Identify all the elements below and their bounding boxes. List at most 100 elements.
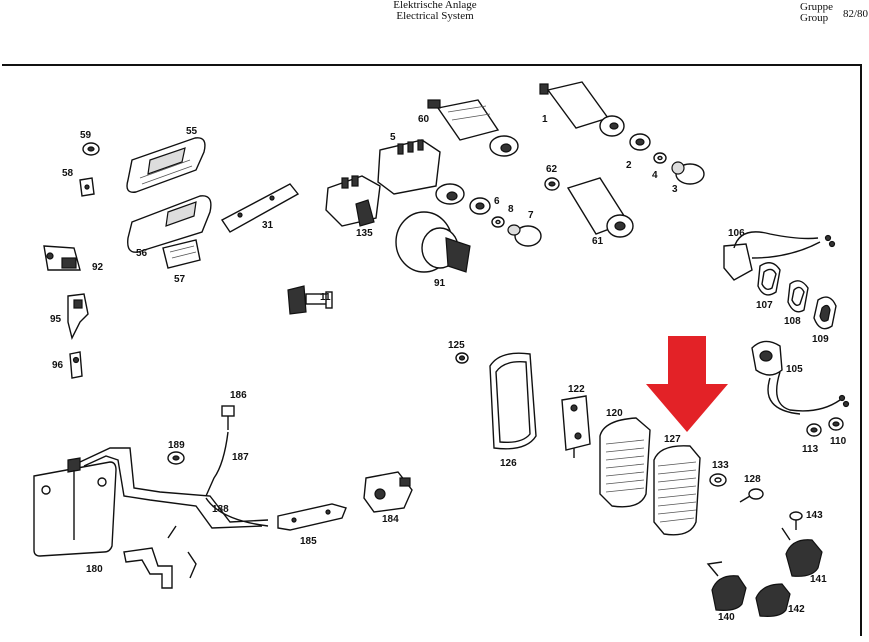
part-2-nut[interactable] [629, 133, 651, 151]
part-4-washer[interactable] [653, 152, 667, 164]
part-bracket-bottom[interactable] [123, 547, 197, 589]
header-title-de: Elektrische Anlage [393, 0, 477, 11]
part-109-lens[interactable] [813, 296, 837, 330]
part-56-lamp-lens[interactable] [127, 195, 212, 253]
part-55-dome-lamp[interactable] [126, 137, 206, 193]
part-143-screw[interactable] [789, 511, 803, 530]
label-105: 105 [786, 364, 803, 375]
part-57-switch[interactable] [162, 239, 201, 269]
label-143: 143 [806, 510, 823, 521]
part-187-hose[interactable] [205, 431, 229, 497]
header-group-en: Group [800, 12, 829, 24]
part-8-washer[interactable] [491, 216, 505, 228]
part-120-tail-lamp-housing[interactable] [599, 417, 651, 508]
label-180: 180 [86, 564, 103, 575]
label-6: 6 [494, 196, 500, 207]
label-122: 122 [568, 384, 585, 395]
part-105-lamp-wire[interactable] [751, 340, 850, 415]
label-11: 11 [320, 292, 331, 303]
part-95-connector[interactable] [67, 293, 89, 341]
label-126: 126 [500, 458, 517, 469]
label-55: 55 [186, 126, 198, 137]
label-141: 141 [810, 574, 827, 585]
label-91: 91 [434, 278, 446, 289]
part-labels: 59 55 58 56 57 92 95 96 31 11 135 5 60 6… [50, 114, 847, 623]
label-96: 96 [52, 360, 64, 371]
header-group-number: 82/80 [843, 8, 869, 20]
part-6-nut[interactable] [469, 197, 491, 215]
part-61-lighter[interactable] [566, 177, 634, 238]
label-142: 142 [788, 604, 805, 615]
part-11-bulb-holder[interactable] [287, 285, 333, 315]
part-91-ignition-lock[interactable] [395, 211, 471, 273]
part-110-grommet[interactable] [828, 417, 844, 431]
label-135: 135 [356, 228, 373, 239]
label-56: 56 [136, 248, 148, 259]
label-62: 62 [546, 164, 558, 175]
header-title: Elektrische Anlage Electrical System [360, 0, 510, 22]
label-1: 1 [542, 114, 548, 125]
part-60-switch[interactable] [427, 99, 519, 157]
header-group: Gruppe Group [800, 2, 833, 24]
label-184: 184 [382, 514, 399, 525]
diagram-frame [2, 64, 862, 636]
highlight-arrow [646, 336, 728, 432]
part-106-lamp-harness[interactable] [723, 231, 836, 281]
label-108: 108 [784, 316, 801, 327]
part-128-screw[interactable] [739, 488, 764, 503]
part-92-plug[interactable] [43, 245, 81, 271]
part-62-grommet[interactable] [544, 177, 560, 191]
part-180-washer-reservoir[interactable] [33, 457, 117, 557]
part-127-tail-lamp-lens[interactable] [653, 445, 701, 536]
part-189-grommet[interactable] [167, 451, 185, 465]
label-133: 133 [712, 460, 729, 471]
label-110: 110 [830, 436, 847, 447]
label-187: 187 [232, 452, 249, 463]
part-188-hose[interactable] [205, 497, 269, 527]
label-8: 8 [508, 204, 514, 215]
label-59: 59 [80, 130, 92, 141]
label-125: 125 [448, 340, 465, 351]
part-hose-lines[interactable] [79, 447, 269, 539]
part-113-grommet[interactable] [806, 423, 822, 437]
part-96-connector[interactable] [69, 351, 83, 379]
part-58-clip[interactable] [79, 177, 95, 197]
part-141-side-marker[interactable] [781, 527, 823, 577]
label-57: 57 [174, 274, 186, 285]
part-135-switch[interactable] [325, 175, 381, 227]
part-185-bracket[interactable] [277, 503, 347, 531]
part-3-knob[interactable] [671, 161, 705, 185]
label-128: 128 [744, 474, 761, 485]
label-185: 185 [300, 536, 317, 547]
label-60: 60 [418, 114, 430, 125]
label-127: 127 [664, 434, 681, 445]
label-3: 3 [672, 184, 678, 195]
label-120: 120 [606, 408, 623, 419]
label-140: 140 [718, 612, 735, 623]
part-184-pump[interactable] [363, 471, 413, 513]
label-2: 2 [626, 160, 632, 171]
part-1-switch[interactable] [539, 81, 625, 137]
label-92: 92 [92, 262, 104, 273]
part-126-gasket[interactable] [489, 352, 537, 450]
header-group-de: Gruppe [800, 1, 833, 13]
part-125-grommet[interactable] [455, 352, 469, 364]
label-5: 5 [390, 132, 396, 143]
part-31-bracket[interactable] [220, 183, 300, 233]
part-108-lens[interactable] [787, 280, 809, 313]
part-7-knob[interactable] [507, 224, 542, 247]
label-61: 61 [592, 236, 604, 247]
part-142-side-marker[interactable] [755, 583, 791, 617]
part-107-gasket[interactable] [757, 262, 781, 296]
label-189: 189 [168, 440, 185, 451]
part-5-switch-block[interactable] [377, 139, 465, 205]
label-4: 4 [652, 170, 658, 181]
part-59-grommet[interactable] [82, 142, 100, 156]
part-122-bracket[interactable] [561, 395, 591, 458]
part-133-washer[interactable] [709, 473, 727, 487]
label-186: 186 [230, 390, 247, 401]
part-186-jet[interactable] [221, 405, 235, 430]
part-140-side-marker[interactable] [706, 561, 747, 611]
header-title-en: Electrical System [396, 10, 474, 22]
